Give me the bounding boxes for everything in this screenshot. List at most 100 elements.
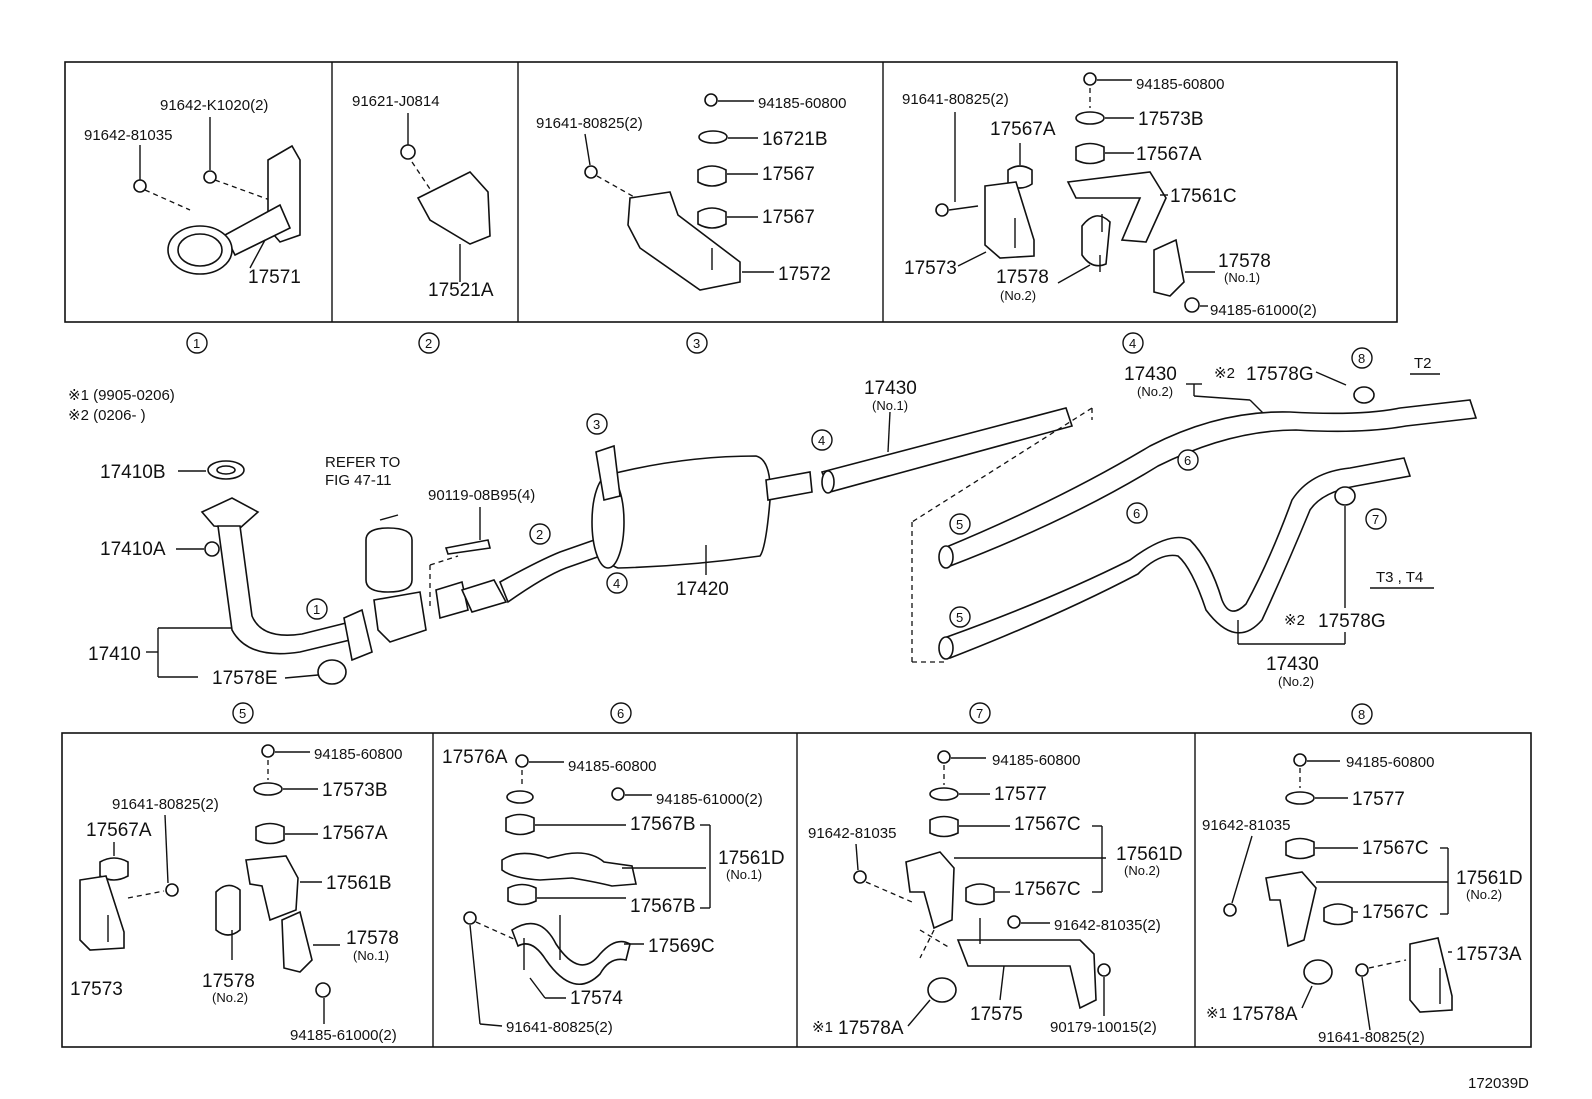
refer-note-line2: FIG 47-11 bbox=[325, 472, 391, 489]
part-label: 91641-80825(2) bbox=[902, 91, 1009, 108]
part-label: 17578 bbox=[202, 971, 255, 992]
flange-icon bbox=[200, 497, 260, 529]
clamp-icon bbox=[317, 659, 347, 685]
part-label: 94185-60800 bbox=[1346, 754, 1434, 771]
cushion-icon bbox=[697, 165, 727, 187]
bracket-plate-icon bbox=[1409, 937, 1453, 1013]
part-label: 17573 bbox=[904, 258, 957, 279]
part-label: 91642-81035 bbox=[84, 127, 172, 144]
bracket-plate-icon bbox=[984, 181, 1035, 259]
clamp-icon bbox=[927, 977, 957, 1003]
legend: ※1 (9905-0206) ※2 (0206- ) bbox=[68, 387, 175, 424]
part-label: 17578E bbox=[212, 668, 278, 689]
index-number: 4 bbox=[613, 576, 620, 591]
nut-icon bbox=[1293, 753, 1307, 767]
cushion-icon bbox=[1323, 903, 1353, 926]
part-label: 17578 bbox=[1218, 251, 1271, 272]
legend-note-1: ※1 (9905-0206) bbox=[68, 387, 175, 404]
part-label: 94185-60800 bbox=[568, 758, 656, 775]
nut-icon bbox=[704, 93, 718, 107]
index-number: 3 bbox=[593, 417, 600, 432]
bottom-detail-frames bbox=[61, 732, 1532, 1048]
part-label: 91641-80825(2) bbox=[506, 1019, 613, 1036]
tail-pipe-no2-t3t4-icon bbox=[943, 457, 1412, 660]
part-label: 16721B bbox=[762, 129, 828, 150]
nut-icon bbox=[315, 982, 331, 998]
pipe-flange-icon bbox=[343, 608, 373, 662]
index-number: 6 bbox=[1133, 506, 1140, 521]
clamp-half-icon bbox=[1153, 238, 1185, 297]
bolt-icon bbox=[165, 883, 179, 897]
cushion-icon bbox=[505, 813, 535, 836]
clamp-icon bbox=[1353, 386, 1375, 404]
legend-note-2: ※2 (0206- ) bbox=[68, 407, 146, 424]
part-label: 17578G bbox=[1246, 364, 1314, 385]
detail-box-4: 91641-80825(2) 94185-60800 17573B 17567A… bbox=[902, 72, 1317, 319]
part-label: 91641-80825(2) bbox=[1318, 1029, 1425, 1046]
bolt-icon bbox=[1007, 915, 1021, 929]
note-mark: ※2 bbox=[1284, 612, 1305, 629]
catalytic-canister-icon bbox=[365, 527, 413, 593]
bolt-icon bbox=[463, 911, 477, 925]
part-label: 17567C bbox=[1362, 838, 1429, 859]
part-label: 17561D bbox=[718, 848, 785, 869]
bracket-arm-icon bbox=[223, 203, 292, 257]
support-bracket-icon bbox=[1066, 171, 1167, 243]
part-label: 17561D bbox=[1456, 868, 1523, 889]
part-label: 90119-08B95(4) bbox=[428, 487, 535, 504]
heat-shield-icon bbox=[416, 171, 491, 245]
part-label: 91642-81035 bbox=[1202, 817, 1290, 834]
hanger-bracket-icon bbox=[595, 444, 621, 501]
part-label: 17573B bbox=[1138, 109, 1204, 130]
washer-icon bbox=[698, 130, 728, 144]
part-sublabel: (No.1) bbox=[872, 398, 908, 413]
clamp-half-icon bbox=[281, 910, 313, 973]
tail-pipe-no2-t2-icon bbox=[943, 399, 1478, 568]
washer-icon bbox=[1075, 111, 1105, 125]
part-label: 17567A bbox=[322, 823, 388, 844]
part-label: 17430 bbox=[864, 378, 917, 399]
part-label: 91641-80825(2) bbox=[536, 115, 643, 132]
bolt-icon bbox=[400, 144, 416, 160]
part-sublabel: (No.2) bbox=[1278, 674, 1314, 689]
detail-box-2: 91621-J0814 17521A bbox=[352, 93, 494, 301]
part-sublabel: (No.2) bbox=[212, 990, 248, 1005]
part-label: 17567B bbox=[630, 814, 696, 835]
part-label: 17573A bbox=[1456, 944, 1522, 965]
refer-note-line1: REFER TO bbox=[325, 454, 400, 471]
index-number: 5 bbox=[956, 610, 963, 625]
part-label: 91642-81035(2) bbox=[1054, 917, 1161, 934]
part-label: 17567A bbox=[990, 119, 1056, 140]
index-markers-bottom: 5 6 7 8 bbox=[232, 702, 1373, 725]
variant-label-t3t4: T3 , T4 bbox=[1376, 569, 1423, 586]
top-detail-frames bbox=[64, 61, 1398, 323]
part-sublabel: (No.1) bbox=[353, 948, 389, 963]
part-label: 17410 bbox=[88, 644, 141, 665]
part-label: 94185-61000(2) bbox=[290, 1027, 397, 1044]
part-label: 17578 bbox=[346, 928, 399, 949]
index-number: 7 bbox=[976, 706, 983, 721]
front-pipe-icon bbox=[217, 525, 351, 655]
clamp-icon bbox=[1334, 486, 1356, 506]
cushion-icon bbox=[697, 207, 727, 229]
index-number: 2 bbox=[425, 336, 432, 351]
note-mark: ※1 bbox=[812, 1019, 833, 1036]
bracket-plate-icon bbox=[956, 939, 1097, 1010]
part-label: 17574 bbox=[570, 988, 623, 1009]
part-label: 17578 bbox=[996, 267, 1049, 288]
part-sublabel: (No.2) bbox=[1124, 863, 1160, 878]
part-label: 17420 bbox=[676, 579, 729, 600]
bolt-icon bbox=[1355, 963, 1369, 977]
part-label: 94185-61000(2) bbox=[1210, 302, 1317, 319]
part-label: 17561D bbox=[1116, 844, 1183, 865]
detail-box-8: 94185-60800 17577 91642-81035 17567C 175… bbox=[1202, 753, 1523, 1046]
part-label: 17567C bbox=[1014, 879, 1081, 900]
support-bracket-icon bbox=[245, 855, 299, 922]
hanger-plate-icon bbox=[501, 852, 637, 887]
nut-icon bbox=[515, 754, 529, 768]
part-sublabel: (No.2) bbox=[1466, 887, 1502, 902]
index-number: 5 bbox=[239, 706, 246, 721]
part-sublabel: (No.1) bbox=[726, 867, 762, 882]
nut-icon bbox=[1083, 72, 1097, 86]
